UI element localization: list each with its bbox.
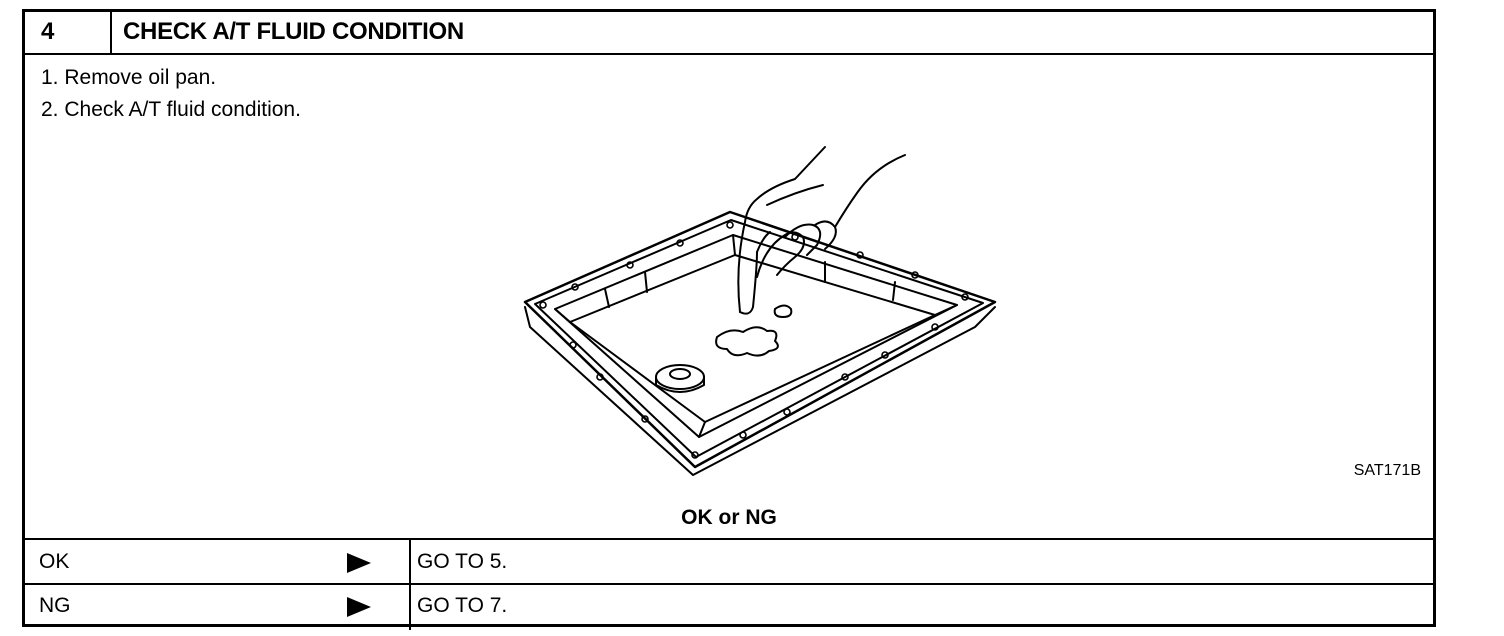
result-action-ng: GO TO 7.	[417, 594, 508, 617]
arrow-right-icon	[347, 553, 371, 573]
arrow-right-icon	[347, 597, 371, 617]
result-rule-top	[25, 538, 1433, 540]
step-number: 4	[41, 18, 55, 45]
result-action-ok: GO TO 5.	[417, 550, 508, 573]
result-label-ok: OK	[39, 550, 70, 573]
result-rule-middle	[25, 583, 1433, 585]
result-question: OK or NG	[681, 506, 777, 529]
result-divider-2	[409, 584, 411, 630]
header-divider	[110, 12, 112, 53]
header-rule	[25, 53, 1433, 55]
result-divider-1	[409, 539, 411, 583]
oil-pan-illustration	[523, 146, 997, 476]
inspection-step-table: 4 CHECK A/T FLUID CONDITION 1. Remove oi…	[22, 9, 1436, 630]
step-title: CHECK A/T FLUID CONDITION	[123, 18, 464, 45]
instruction-1: 1. Remove oil pan.	[41, 66, 217, 89]
figure-code: SAT171B	[1353, 462, 1421, 479]
result-label-ng: NG	[39, 594, 71, 617]
instruction-2: 2. Check A/T fluid condition.	[41, 98, 301, 121]
